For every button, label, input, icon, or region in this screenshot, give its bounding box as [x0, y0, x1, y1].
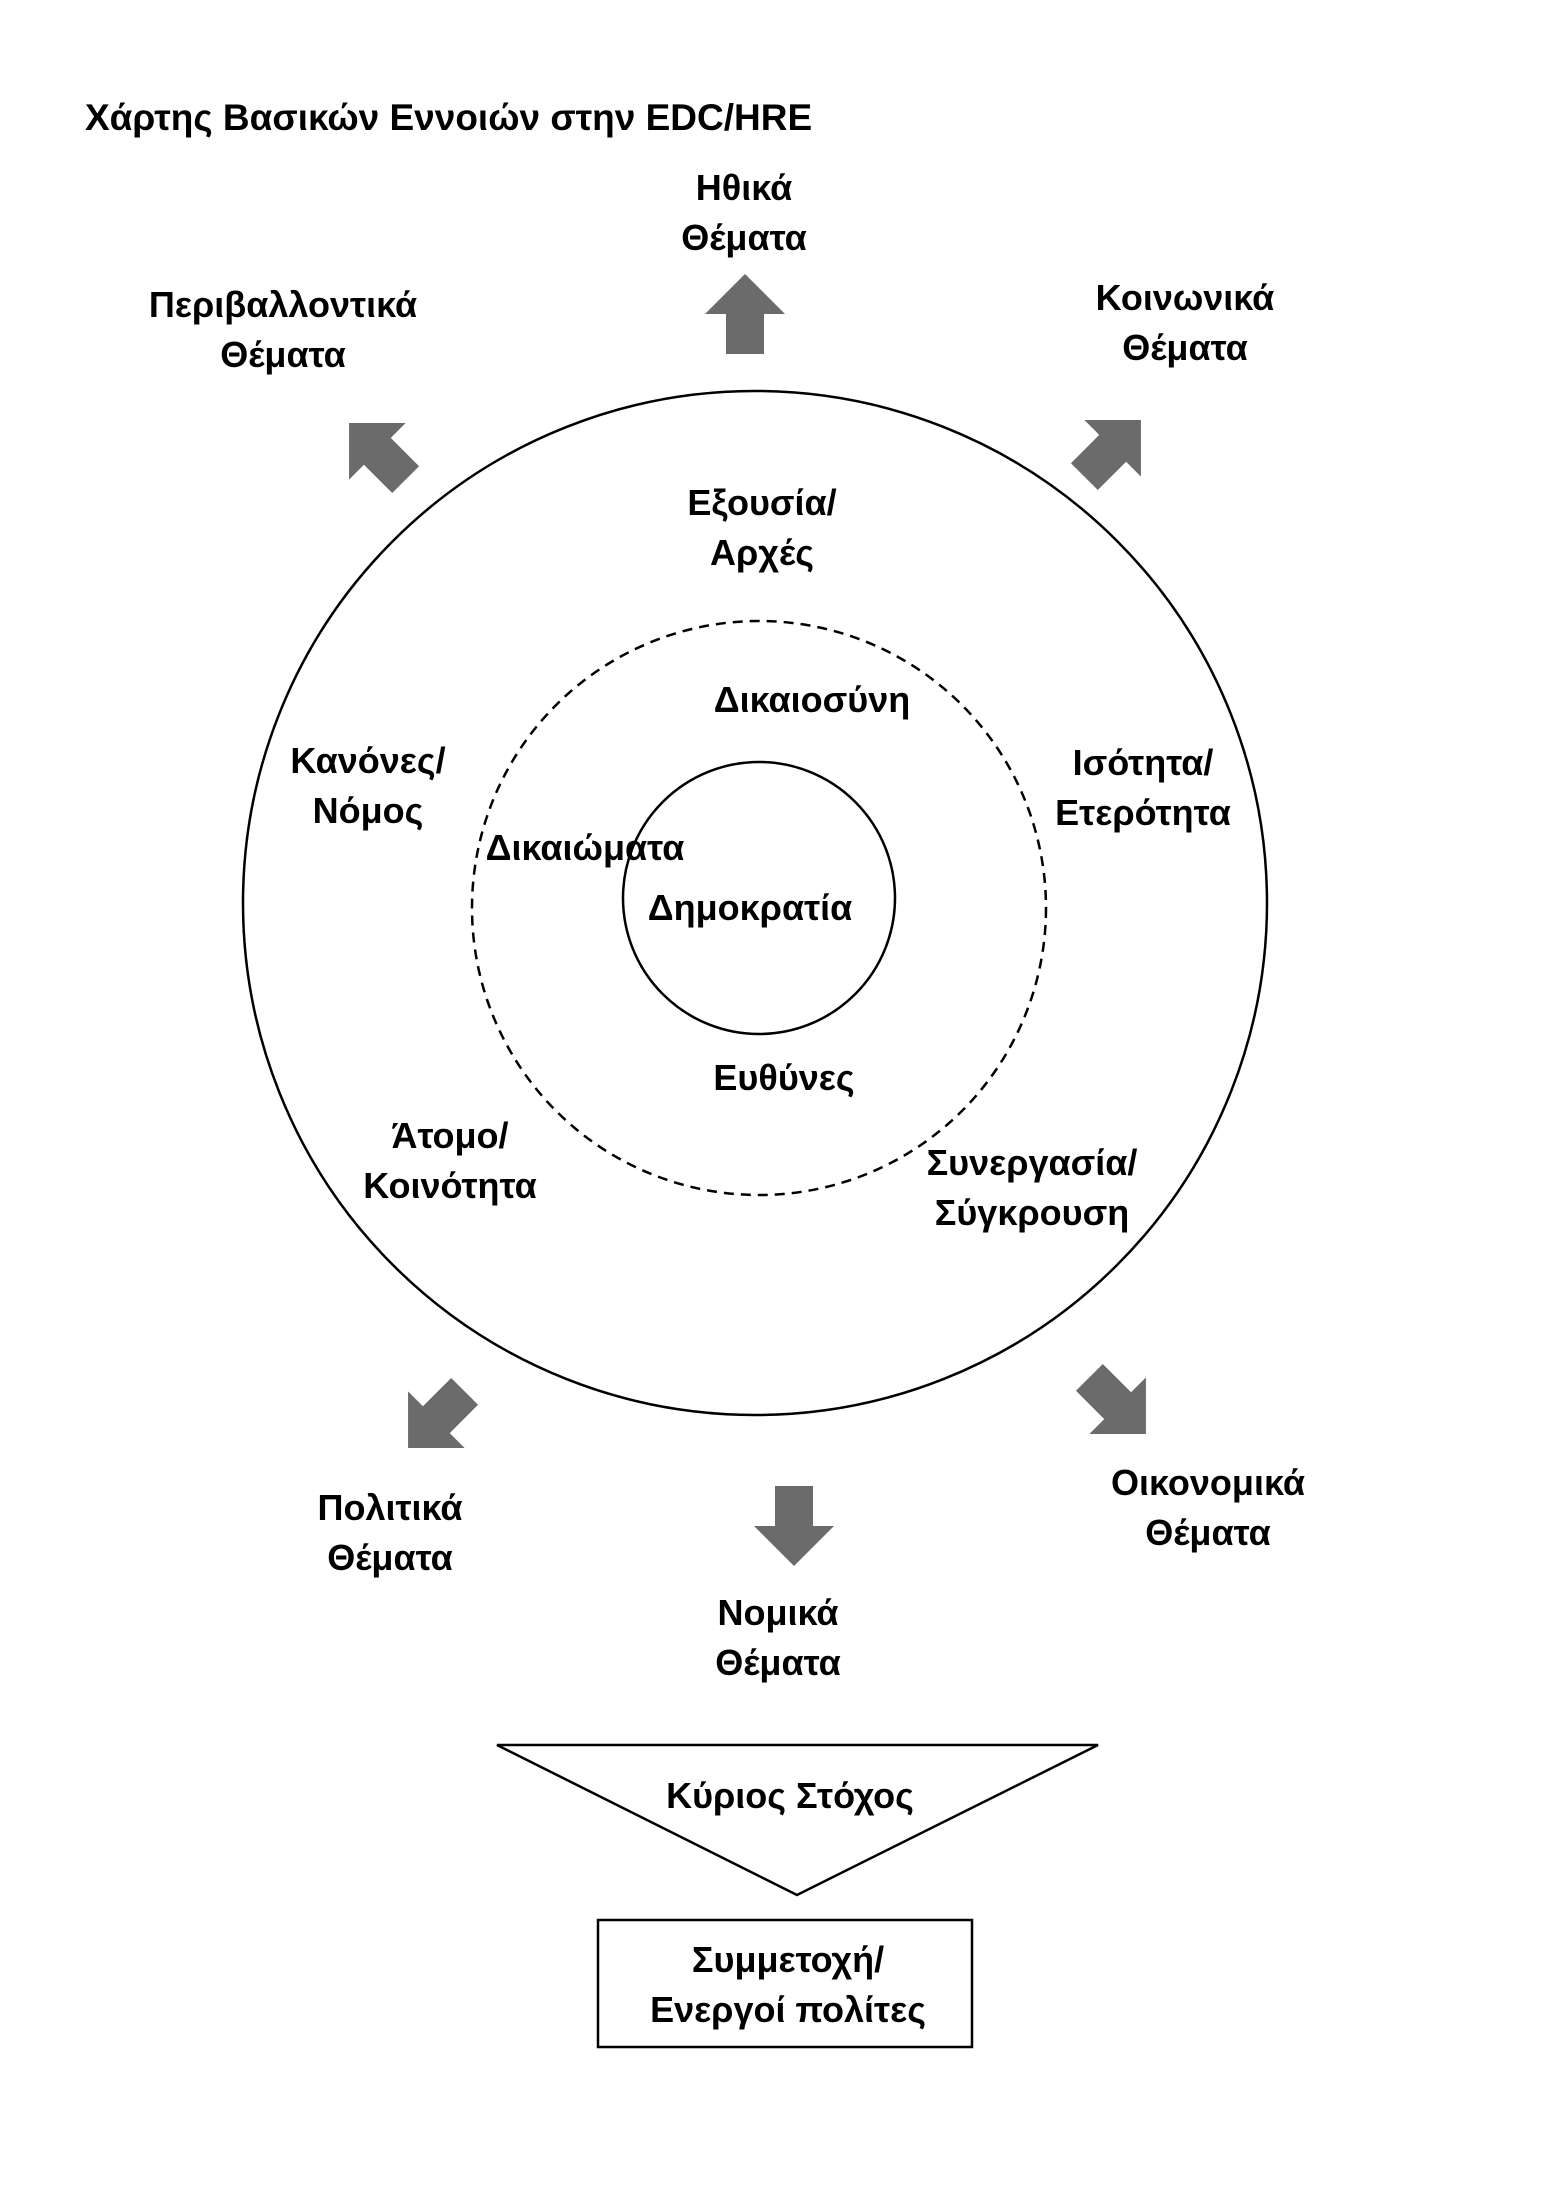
- goal-box: [596, 1918, 974, 2049]
- issue-label: Πολιτικά Θέματα: [317, 1487, 462, 1578]
- svg-text:Θέματα: Θέματα: [715, 1642, 841, 1683]
- arrow-up-right-icon: [1056, 391, 1170, 505]
- issue-label: Οικονομικά Θέματα: [1111, 1462, 1305, 1553]
- svg-text:Κοινότητα: Κοινότητα: [363, 1165, 536, 1206]
- middle-ring-concept: Δικαιοσύνη: [714, 679, 910, 720]
- svg-text:Εξουσία/: Εξουσία/: [687, 482, 836, 523]
- svg-text:Θέματα: Θέματα: [681, 217, 807, 258]
- outer-ring-concept: Συνεργασία/ Σύγκρουση: [927, 1142, 1138, 1233]
- svg-text:Αρχές: Αρχές: [710, 532, 814, 573]
- svg-text:Κανόνες/: Κανόνες/: [290, 740, 445, 781]
- svg-text:Ισότητα/: Ισότητα/: [1073, 742, 1214, 783]
- svg-text:Θέματα: Θέματα: [220, 334, 346, 375]
- outer-ring: [241, 389, 1269, 1417]
- middle-ring: [470, 619, 1048, 1197]
- middle-ring-concept: Δικαιώματα: [486, 827, 685, 868]
- outer-ring-concept: Εξουσία/ Αρχές: [687, 482, 836, 573]
- svg-text:Πολιτικά: Πολιτικά: [317, 1487, 462, 1528]
- arrow-down-right-icon: [1061, 1349, 1175, 1463]
- svg-text:Κοινωνικά: Κοινωνικά: [1096, 277, 1275, 318]
- issue-label: Κοινωνικά Θέματα: [1096, 277, 1275, 368]
- svg-text:Θέματα: Θέματα: [327, 1537, 453, 1578]
- svg-text:Θέματα: Θέματα: [1145, 1512, 1271, 1553]
- issue-label: Περιβαλλοντικά Θέματα: [149, 284, 417, 375]
- svg-text:Περιβαλλοντικά: Περιβαλλοντικά: [149, 284, 417, 325]
- arrow-up-icon: [705, 274, 785, 354]
- outer-ring-concept: Άτομο/ Κοινότητα: [363, 1115, 536, 1206]
- svg-text:Συνεργασία/: Συνεργασία/: [927, 1142, 1138, 1183]
- svg-text:Ενεργοί πολίτες: Ενεργοί πολίτες: [650, 1989, 926, 2030]
- goal-funnel: [496, 1743, 1099, 1897]
- svg-text:Οικονομικά: Οικονομικά: [1111, 1462, 1305, 1503]
- outer-ring-concept: Κανόνες/ Νόμος: [290, 740, 445, 831]
- svg-text:Συμμετοχή/: Συμμετοχή/: [692, 1939, 884, 1980]
- svg-text:Άτομο/: Άτομο/: [391, 1115, 508, 1156]
- arrow-down-icon: [754, 1486, 834, 1566]
- svg-text:Σύγκρουση: Σύγκρουση: [935, 1192, 1129, 1233]
- svg-text:Νομικά: Νομικά: [717, 1592, 838, 1633]
- page-title: Χάρτης Βασικών Εννοιών στην EDC/HRE: [85, 97, 812, 138]
- issue-label: Νομικά Θέματα: [715, 1592, 841, 1683]
- arrow-up-left-icon: [320, 394, 434, 508]
- goal-label: Κύριος Στόχος: [666, 1775, 914, 1816]
- goal-text: Συμμετοχή/ Ενεργοί πολίτες: [650, 1939, 926, 2030]
- svg-text:Ηθικά: Ηθικά: [696, 167, 792, 208]
- svg-text:Θέματα: Θέματα: [1122, 327, 1248, 368]
- svg-text:Νόμος: Νόμος: [313, 790, 424, 831]
- issue-label: Ηθικά Θέματα: [681, 167, 807, 258]
- inner-ring: [621, 760, 897, 1036]
- middle-ring-concept: Ευθύνες: [713, 1057, 854, 1098]
- center-concept: Δημοκρατία: [648, 887, 853, 928]
- arrow-down-left-icon: [379, 1363, 493, 1477]
- svg-text:Ετερότητα: Ετερότητα: [1055, 792, 1231, 833]
- outer-ring-concept: Ισότητα/ Ετερότητα: [1055, 742, 1231, 833]
